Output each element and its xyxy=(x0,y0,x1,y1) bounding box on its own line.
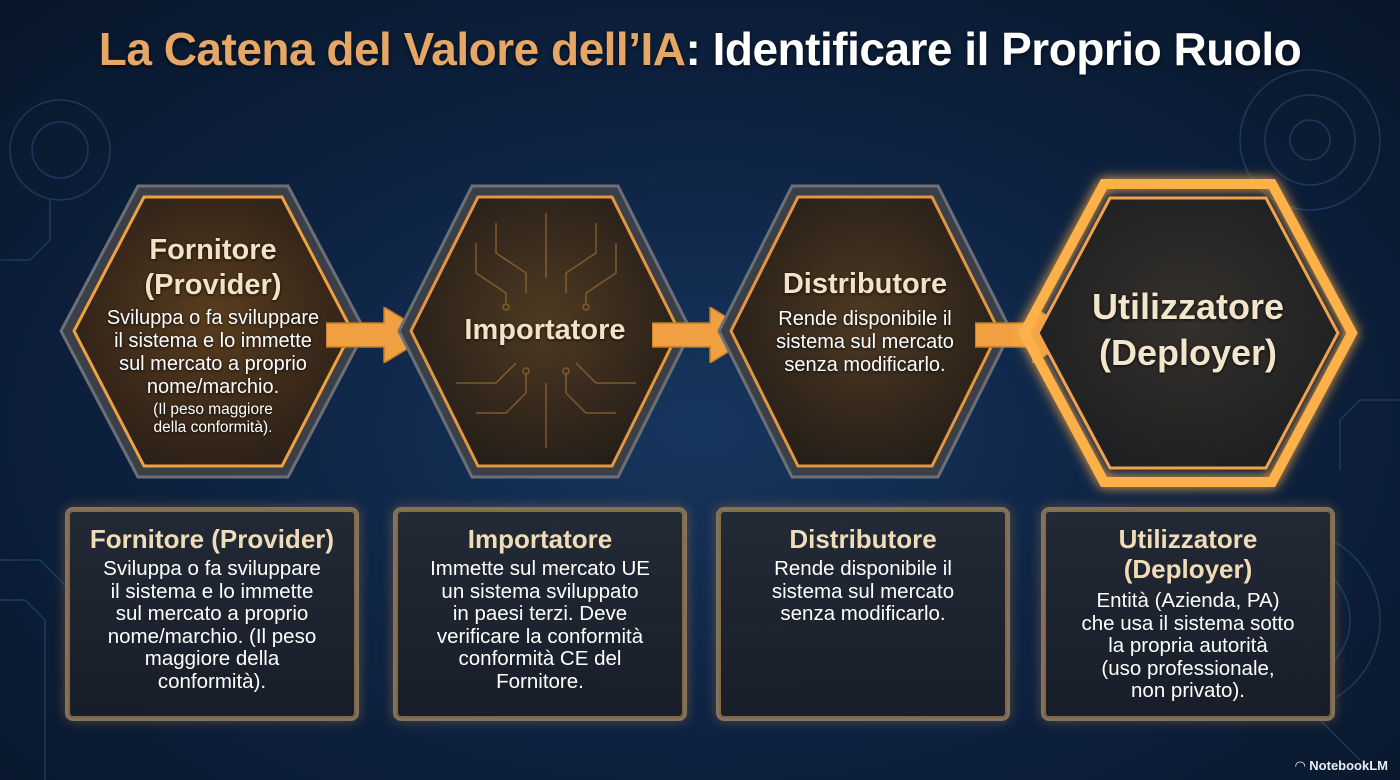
card-line: conformità CE del xyxy=(458,647,622,670)
card-line: il sistema e lo immette xyxy=(110,579,314,603)
card-line: un sistema sviluppato xyxy=(441,579,639,603)
hex-description: Rende disponibile il sistema sul mercato… xyxy=(746,308,984,377)
card-line: la propria autorità xyxy=(1108,634,1268,657)
hex-title-line2: (Provider) xyxy=(144,269,282,301)
hex-desc-line: Rende disponibile il xyxy=(778,308,952,330)
card-line: (uso professionale, xyxy=(1101,656,1275,680)
card-line: non privato). xyxy=(1131,679,1245,702)
hexagon-shape xyxy=(397,184,693,479)
hex-desc-line: sistema sul mercato xyxy=(776,331,954,353)
hex-utilizzatore: Utilizzatore (Deployer) xyxy=(1018,178,1358,488)
card-description: Sviluppa o fa sviluppare il sistema e lo… xyxy=(82,557,342,693)
card-description: Immette sul mercato UE un sistema svilup… xyxy=(410,557,670,693)
hex-desc-line: nome/marchio. xyxy=(146,376,280,398)
brand-watermark: ◠NotebookLM xyxy=(1295,758,1388,774)
hex-fornitore: Fornitore (Provider) Sviluppa o fa svilu… xyxy=(58,183,368,480)
hex-distributore: Distributore Rende disponibile il sistem… xyxy=(716,183,1014,480)
hexagon-shape xyxy=(1018,179,1358,487)
card-line: conformità). xyxy=(157,669,267,693)
card-importatore: Importatore Immette sul mercato UE un si… xyxy=(393,507,687,721)
hex-title-line1: Utilizzatore xyxy=(1091,286,1285,327)
card-description: Entità (Azienda, PA) che usa il sistema … xyxy=(1058,589,1318,703)
card-fornitore: Fornitore (Provider) Sviluppa o fa svilu… xyxy=(65,507,359,721)
notebooklm-logo-icon: ◠ xyxy=(1295,758,1306,773)
hexagon-shape xyxy=(717,184,1013,479)
card-utilizzatore: Utilizzatore (Deployer) Entità (Azienda,… xyxy=(1041,507,1335,721)
hex-desc-line: senza modificarlo. xyxy=(784,354,946,376)
card-title: Utilizzatore (Deployer) xyxy=(1118,524,1258,584)
title-part-main: : Identificare il Proprio Ruolo xyxy=(685,23,1302,75)
card-line: sistema sul mercato xyxy=(771,579,955,603)
hex-title: Importatore xyxy=(464,314,626,346)
title-part-highlight: La Catena del Valore dell’IA xyxy=(98,23,686,75)
hex-desc-line: Sviluppa o fa sviluppare xyxy=(106,307,320,329)
hex-desc-line: il sistema e lo immette xyxy=(114,330,312,352)
card-distributore: Distributore Rende disponibile il sistem… xyxy=(716,507,1010,721)
card-title: Distributore xyxy=(789,524,937,554)
brand-name: NotebookLM xyxy=(1309,758,1388,773)
card-line: Immette sul mercato UE xyxy=(430,557,650,580)
card-line: Entità (Azienda, PA) xyxy=(1096,589,1280,612)
hexagon-shape xyxy=(59,184,367,479)
card-line: verificare la conformità xyxy=(436,624,644,648)
hex-note: (Il peso maggiore della conformità). xyxy=(88,401,338,437)
hex-importatore: Importatore xyxy=(396,183,694,480)
card-line: nome/marchio. (Il peso xyxy=(107,624,317,648)
card-title: Importatore xyxy=(467,524,613,554)
card-description: Rende disponibile il sistema sul mercato… xyxy=(733,557,993,626)
card-line: in paesi terzi. Deve xyxy=(452,602,628,625)
card-line: sul mercato a proprio xyxy=(115,602,309,625)
hex-title-line2: (Deployer) xyxy=(1098,332,1278,373)
page-title: La Catena del Valore dell’IA: Identifica… xyxy=(0,22,1400,76)
card-line: Fornitore. xyxy=(496,669,584,693)
card-line: senza modificarlo. xyxy=(780,602,946,625)
hex-description: Sviluppa o fa sviluppare il sistema e lo… xyxy=(88,307,338,399)
card-title: Fornitore (Provider) xyxy=(89,524,335,554)
card-line: maggiore della xyxy=(144,647,280,670)
card-line: Sviluppa o fa sviluppare xyxy=(103,557,321,580)
card-line: Rende disponibile il xyxy=(774,557,952,580)
hex-desc-line: sul mercato a proprio xyxy=(119,353,307,375)
card-line: che usa il sistema sotto xyxy=(1081,611,1295,635)
hex-title: Distributore xyxy=(782,268,948,300)
hex-note-line: della conformità). xyxy=(153,419,273,436)
hex-note-line: (Il peso maggiore xyxy=(153,401,273,418)
hex-title-line1: Fornitore xyxy=(149,234,277,266)
